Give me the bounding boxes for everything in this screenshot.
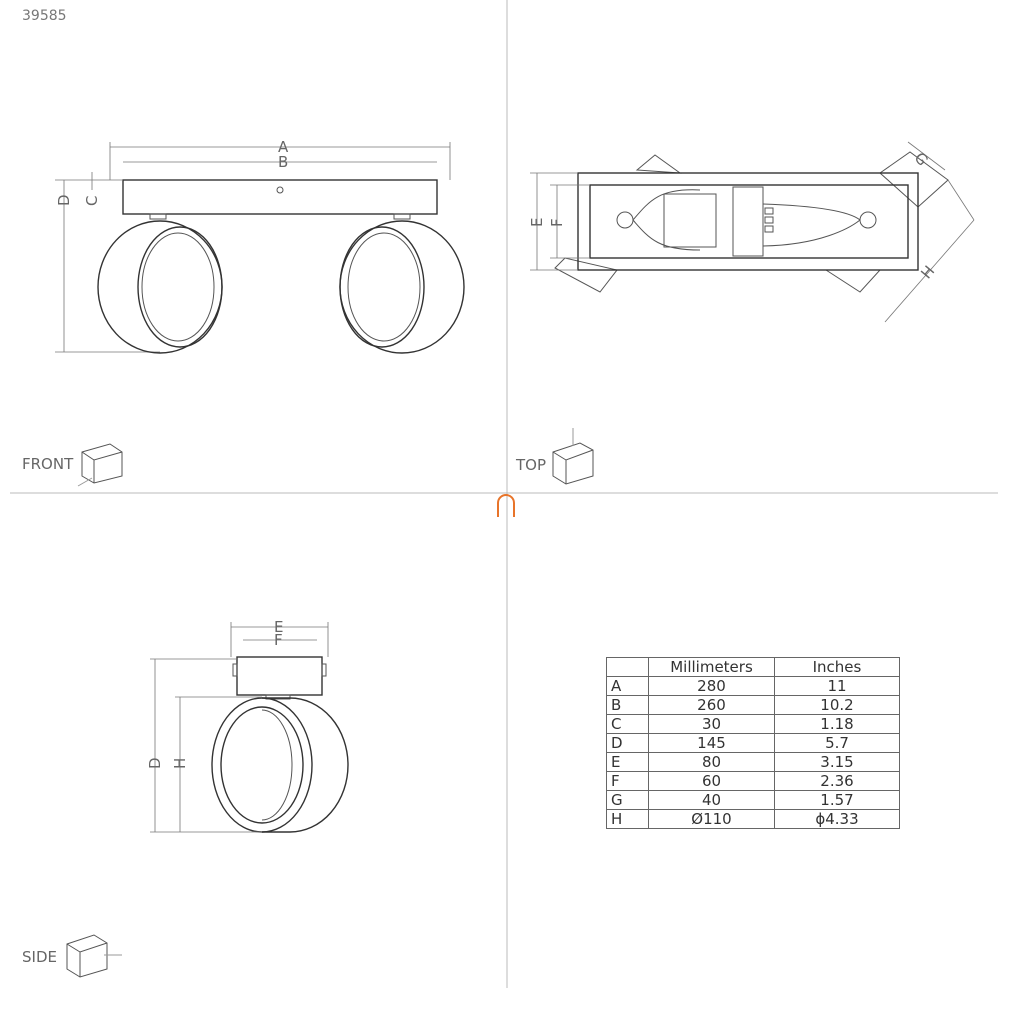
ring-left <box>97 220 223 354</box>
dim-label-b: B <box>278 153 288 171</box>
row-mm: 60 <box>648 771 775 791</box>
table-header-row: Millimeters Inches <box>606 657 900 677</box>
dim-label-f-side: F <box>274 631 283 649</box>
row-mm: 30 <box>648 714 775 734</box>
dim-label-f-top: F <box>548 218 566 227</box>
side-base <box>236 656 323 696</box>
dim-label-d: D <box>55 194 73 206</box>
row-in: 1.57 <box>774 790 900 810</box>
row-in: 10.2 <box>774 695 900 715</box>
dim-label-c: C <box>83 196 101 206</box>
row-mm: 260 <box>648 695 775 715</box>
dim-label-h-side: H <box>171 758 189 769</box>
row-key: E <box>606 752 649 772</box>
row-in: 5.7 <box>774 733 900 753</box>
row-mm: 145 <box>648 733 775 753</box>
row-in: 1.18 <box>774 714 900 734</box>
header-millimeters: Millimeters <box>648 657 775 677</box>
row-in: 11 <box>774 676 900 696</box>
row-key: B <box>606 695 649 715</box>
front-view-cube-icon <box>77 443 123 487</box>
row-in: 2.36 <box>774 771 900 791</box>
row-key: F <box>606 771 649 791</box>
product-code: 39585 <box>22 8 67 24</box>
row-key: C <box>606 714 649 734</box>
row-key: A <box>606 676 649 696</box>
row-key: D <box>606 733 649 753</box>
base-plate <box>122 179 438 215</box>
row-in: ϕ4.33 <box>774 809 900 829</box>
header-inches: Inches <box>774 657 900 677</box>
ring-right <box>339 220 465 354</box>
terminal-block <box>732 186 764 257</box>
side-view-cube-icon <box>66 934 122 978</box>
dim-label-a: A <box>278 138 289 156</box>
top-base <box>577 172 919 271</box>
row-mm: 40 <box>648 790 775 810</box>
row-in: 3.15 <box>774 752 900 772</box>
row-key: G <box>606 790 649 810</box>
front-view: A B D C FRONT <box>22 138 465 487</box>
dim-label-e-side: E <box>274 618 283 636</box>
header-key <box>606 657 649 677</box>
view-label-side: SIDE <box>22 948 57 966</box>
row-mm: 80 <box>648 752 775 772</box>
side-view: E F D H SIDE <box>22 618 349 978</box>
view-label-front: FRONT <box>22 455 74 473</box>
row-key: H <box>606 809 649 829</box>
row-mm: 280 <box>648 676 775 696</box>
dim-label-e-top: E <box>528 218 546 227</box>
dim-label-d-side: D <box>146 757 164 769</box>
driver-box <box>663 193 717 248</box>
brand-logo-icon <box>497 494 515 517</box>
side-ring <box>262 697 349 833</box>
view-label-top: TOP <box>515 456 546 474</box>
top-view: E F G H TOP <box>515 141 975 485</box>
row-mm: Ø110 <box>648 809 775 829</box>
top-view-cube-icon <box>552 428 594 485</box>
dim-label-h-top: H <box>917 262 938 282</box>
